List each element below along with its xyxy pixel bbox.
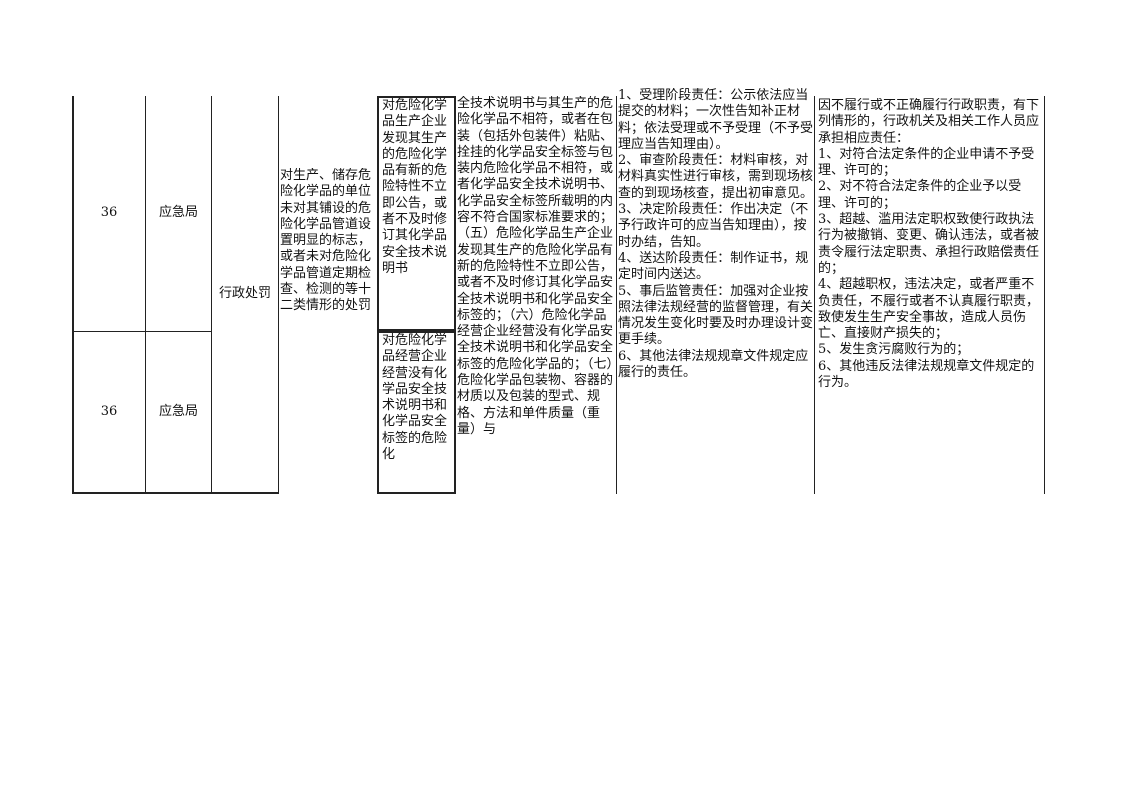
power-list-table: 36 应急局 36 应急局 行政处罚 对生产、储存危险化学品的单位未对其铺设的危… bbox=[72, 88, 1046, 494]
row-1-number-cell: 36 bbox=[73, 96, 145, 331]
row-number: 36 bbox=[100, 403, 118, 419]
column-divider bbox=[278, 96, 279, 494]
department: 应急局 bbox=[158, 403, 198, 419]
column-divider bbox=[145, 96, 146, 494]
item-name: 对生产、储存危险化学品的单位未对其铺设的危险化学品管道设置明显的标志，或者未对危… bbox=[280, 168, 372, 314]
column-divider bbox=[814, 96, 815, 494]
row-2-dept-cell: 应急局 bbox=[146, 332, 211, 492]
obligation-box-1: 对危险化学品生产企业发现其生产的危险化学品有新的危险特性不立即公告，或者不及时修… bbox=[377, 96, 456, 331]
row-2-number-cell: 36 bbox=[73, 332, 145, 492]
legal-basis-text: 全技术说明书与其生产的危险化学品不相符，或者在包装（包括外包装件）粘贴、拴挂的化… bbox=[457, 96, 614, 437]
obligation-box-2: 对危险化学品经营企业经营没有化学品安全技术说明书和化学品安全标签的危险化 bbox=[377, 331, 456, 494]
accountability-cell: 因不履行或不正确履行行政职责，有下列情形的，行政机关及相关工作人员应承担相应责任… bbox=[818, 98, 1042, 494]
column-divider bbox=[616, 96, 617, 494]
table-border-bottom bbox=[72, 492, 278, 494]
responsibility-text: 1、受理阶段责任：公示依法应当提交的材料；一次性告知补正材料；依法受理或不予受理… bbox=[618, 88, 813, 381]
obligation-text: 对危险化学品经营企业经营没有化学品安全技术说明书和化学品安全标签的危险化 bbox=[382, 333, 448, 463]
power-type-cell: 行政处罚 bbox=[212, 96, 278, 492]
responsibility-cell: 1、受理阶段责任：公示依法应当提交的材料；一次性告知补正材料；依法受理或不予受理… bbox=[618, 88, 813, 494]
power-type: 行政处罚 bbox=[218, 285, 271, 301]
table-border-right bbox=[1044, 96, 1045, 494]
obligation-text: 对危险化学品生产企业发现其生产的危险化学品有新的危险特性不立即公告，或者不及时修… bbox=[382, 98, 448, 276]
department: 应急局 bbox=[158, 205, 198, 221]
row-number: 36 bbox=[100, 205, 118, 221]
column-divider bbox=[211, 96, 212, 494]
accountability-text: 因不履行或不正确履行行政职责，有下列情形的，行政机关及相关工作人员应承担相应责任… bbox=[818, 98, 1040, 391]
legal-basis-cell: 全技术说明书与其生产的危险化学品不相符，或者在包装（包括外包装件）粘贴、拴挂的化… bbox=[457, 96, 615, 494]
row-1-dept-cell: 应急局 bbox=[146, 96, 211, 331]
item-name-cell: 对生产、储存危险化学品的单位未对其铺设的危险化学品管道设置明显的标志，或者未对危… bbox=[280, 168, 376, 468]
table-border-left bbox=[72, 96, 74, 494]
row-divider bbox=[72, 331, 211, 332]
